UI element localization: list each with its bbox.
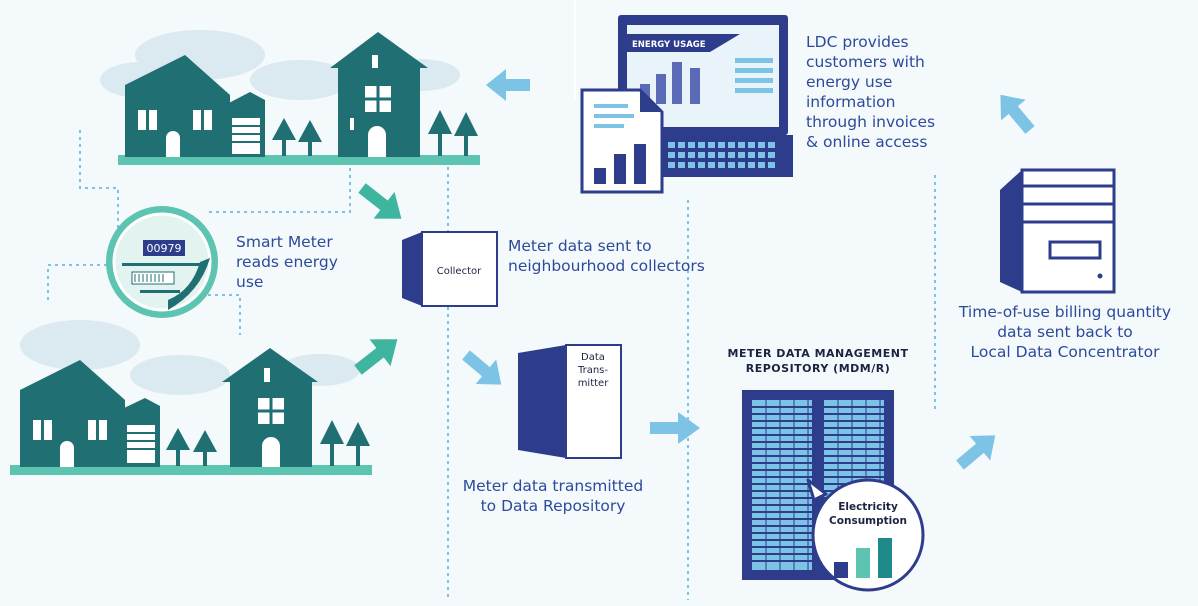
ldc-caption-line-6: & online access bbox=[806, 133, 928, 151]
tou-caption-line-3: Local Data Concentrator bbox=[970, 343, 1160, 361]
transmitter-box-label-3: mitter bbox=[578, 378, 610, 389]
top-houses bbox=[100, 30, 480, 165]
arrow-collector-to-transmitter bbox=[462, 350, 502, 385]
collector-caption-line-2: neighbourhood collectors bbox=[508, 257, 705, 275]
dotted-connectors bbox=[47, 130, 936, 600]
arrow-concentrator-to-ldc bbox=[1000, 94, 1035, 134]
collector-icon bbox=[402, 231, 498, 307]
ldc-caption-line-3: energy use bbox=[806, 73, 893, 91]
bubble-label-1: Electricity bbox=[838, 501, 898, 513]
transmitted-caption-line-2: to Data Repository bbox=[480, 497, 626, 515]
smart-meter-line-3: use bbox=[236, 273, 264, 291]
arrow-transmitter-to-mdm bbox=[650, 412, 700, 444]
ldc-caption-line-4: information bbox=[806, 93, 896, 111]
collector-caption: Meter data sent to neighbourhood collect… bbox=[508, 236, 705, 276]
arrow-to-houses bbox=[486, 69, 530, 101]
invoice-icon bbox=[580, 88, 664, 194]
smart-meter-line-1: Smart Meter bbox=[236, 233, 333, 251]
arrow-mdm-to-concentrator bbox=[956, 435, 996, 470]
ldc-caption: LDC provides customers with energy use i… bbox=[806, 32, 935, 152]
mdm-title: METER DATA MANAGEMENT REPOSITORY (MDM/R) bbox=[718, 346, 918, 376]
arrow-house-to-collector bbox=[358, 183, 402, 219]
arrow-house2-to-collector bbox=[354, 339, 398, 375]
ldc-caption-line-1: LDC provides bbox=[806, 33, 909, 51]
tou-caption-line-1: Time-of-use billing quantity bbox=[958, 303, 1172, 321]
transmitter-box-label-2: Trans- bbox=[577, 365, 608, 376]
consumption-bubble bbox=[806, 478, 925, 592]
collector-box-label: Collector bbox=[437, 266, 482, 277]
transmitted-caption: Meter data transmitted to Data Repositor… bbox=[448, 476, 658, 516]
ldc-caption-line-5: through invoices bbox=[806, 113, 936, 131]
transmitter-box-label-1: Data bbox=[581, 352, 605, 363]
smart-meter-label: Smart Meter reads energy use bbox=[236, 232, 338, 292]
energy-usage-title: ENERGY USAGE bbox=[632, 40, 706, 50]
concentrator-server-icon bbox=[1000, 168, 1116, 294]
data-transmitter-icon bbox=[518, 344, 622, 459]
mdm-title-line-2: REPOSITORY (MDM/R) bbox=[745, 362, 891, 375]
meter-reading: 00979 bbox=[147, 242, 182, 255]
smart-meter-line-2: reads energy bbox=[236, 253, 338, 271]
transmitted-caption-line-1: Meter data transmitted bbox=[462, 477, 644, 495]
tou-caption: Time-of-use billing quantity data sent b… bbox=[936, 302, 1194, 362]
mdm-title-line-1: METER DATA MANAGEMENT bbox=[727, 347, 909, 360]
ldc-caption-line-2: customers with bbox=[806, 53, 925, 71]
bottom-houses bbox=[10, 320, 372, 475]
tou-caption-line-2: data sent back to bbox=[997, 323, 1133, 341]
smart-meter-icon bbox=[106, 206, 218, 318]
flow-arrows bbox=[354, 69, 1035, 470]
bubble-label-2: Consumption bbox=[829, 515, 907, 527]
collector-caption-line-1: Meter data sent to bbox=[508, 237, 652, 255]
